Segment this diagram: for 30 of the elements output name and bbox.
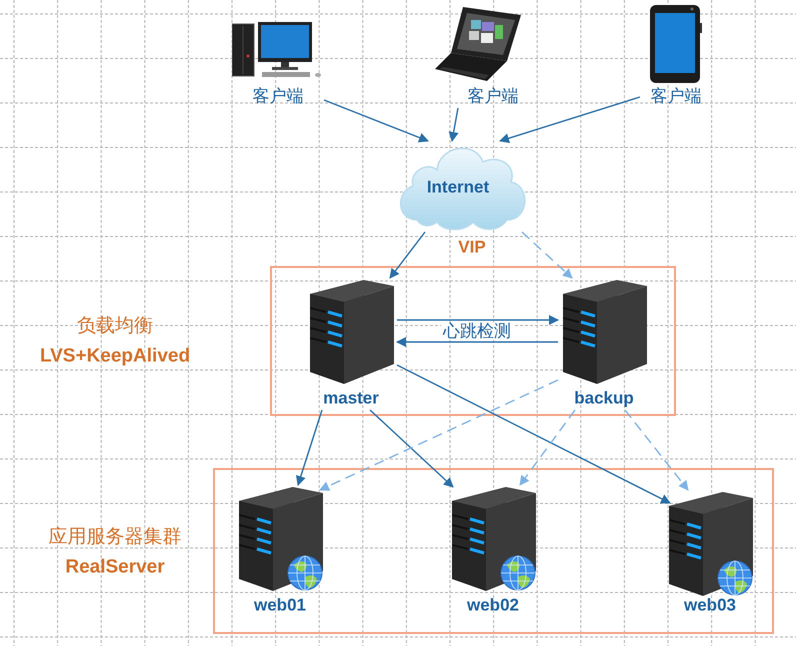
- arrow: [499, 96, 640, 144]
- arrow: [396, 364, 671, 504]
- server-label: web03: [684, 596, 736, 616]
- group-heading: 应用服务器集群: [48, 528, 182, 548]
- arrow: [370, 409, 454, 488]
- group-heading: 负载均衡: [77, 316, 153, 338]
- client-label: 客户端: [252, 88, 304, 106]
- dashed-arrow: [319, 379, 558, 491]
- server-label: web01: [254, 596, 306, 616]
- dashed-arrow: [519, 410, 576, 486]
- edge-label: 心跳检测: [441, 322, 513, 340]
- group-heading: LVS+KeepAlived: [40, 346, 190, 368]
- arrow: [389, 232, 426, 279]
- arrow: [396, 337, 558, 347]
- arrow: [324, 99, 429, 142]
- vip-label: VIP: [458, 238, 486, 258]
- group-heading: RealServer: [65, 558, 165, 578]
- group-box: [270, 266, 676, 416]
- dashed-arrow: [624, 410, 689, 491]
- cloud-label: Internet: [426, 178, 490, 198]
- arrow: [397, 315, 559, 325]
- server-label: master: [323, 390, 379, 408]
- dashed-arrow: [522, 231, 573, 279]
- group-box: [213, 468, 774, 634]
- arrow: [448, 108, 459, 142]
- client-label: 客户端: [468, 88, 518, 106]
- server-label: web02: [467, 596, 519, 616]
- client-label: 客户端: [650, 88, 702, 106]
- server-label: backup: [574, 390, 634, 408]
- arrow: [296, 410, 323, 486]
